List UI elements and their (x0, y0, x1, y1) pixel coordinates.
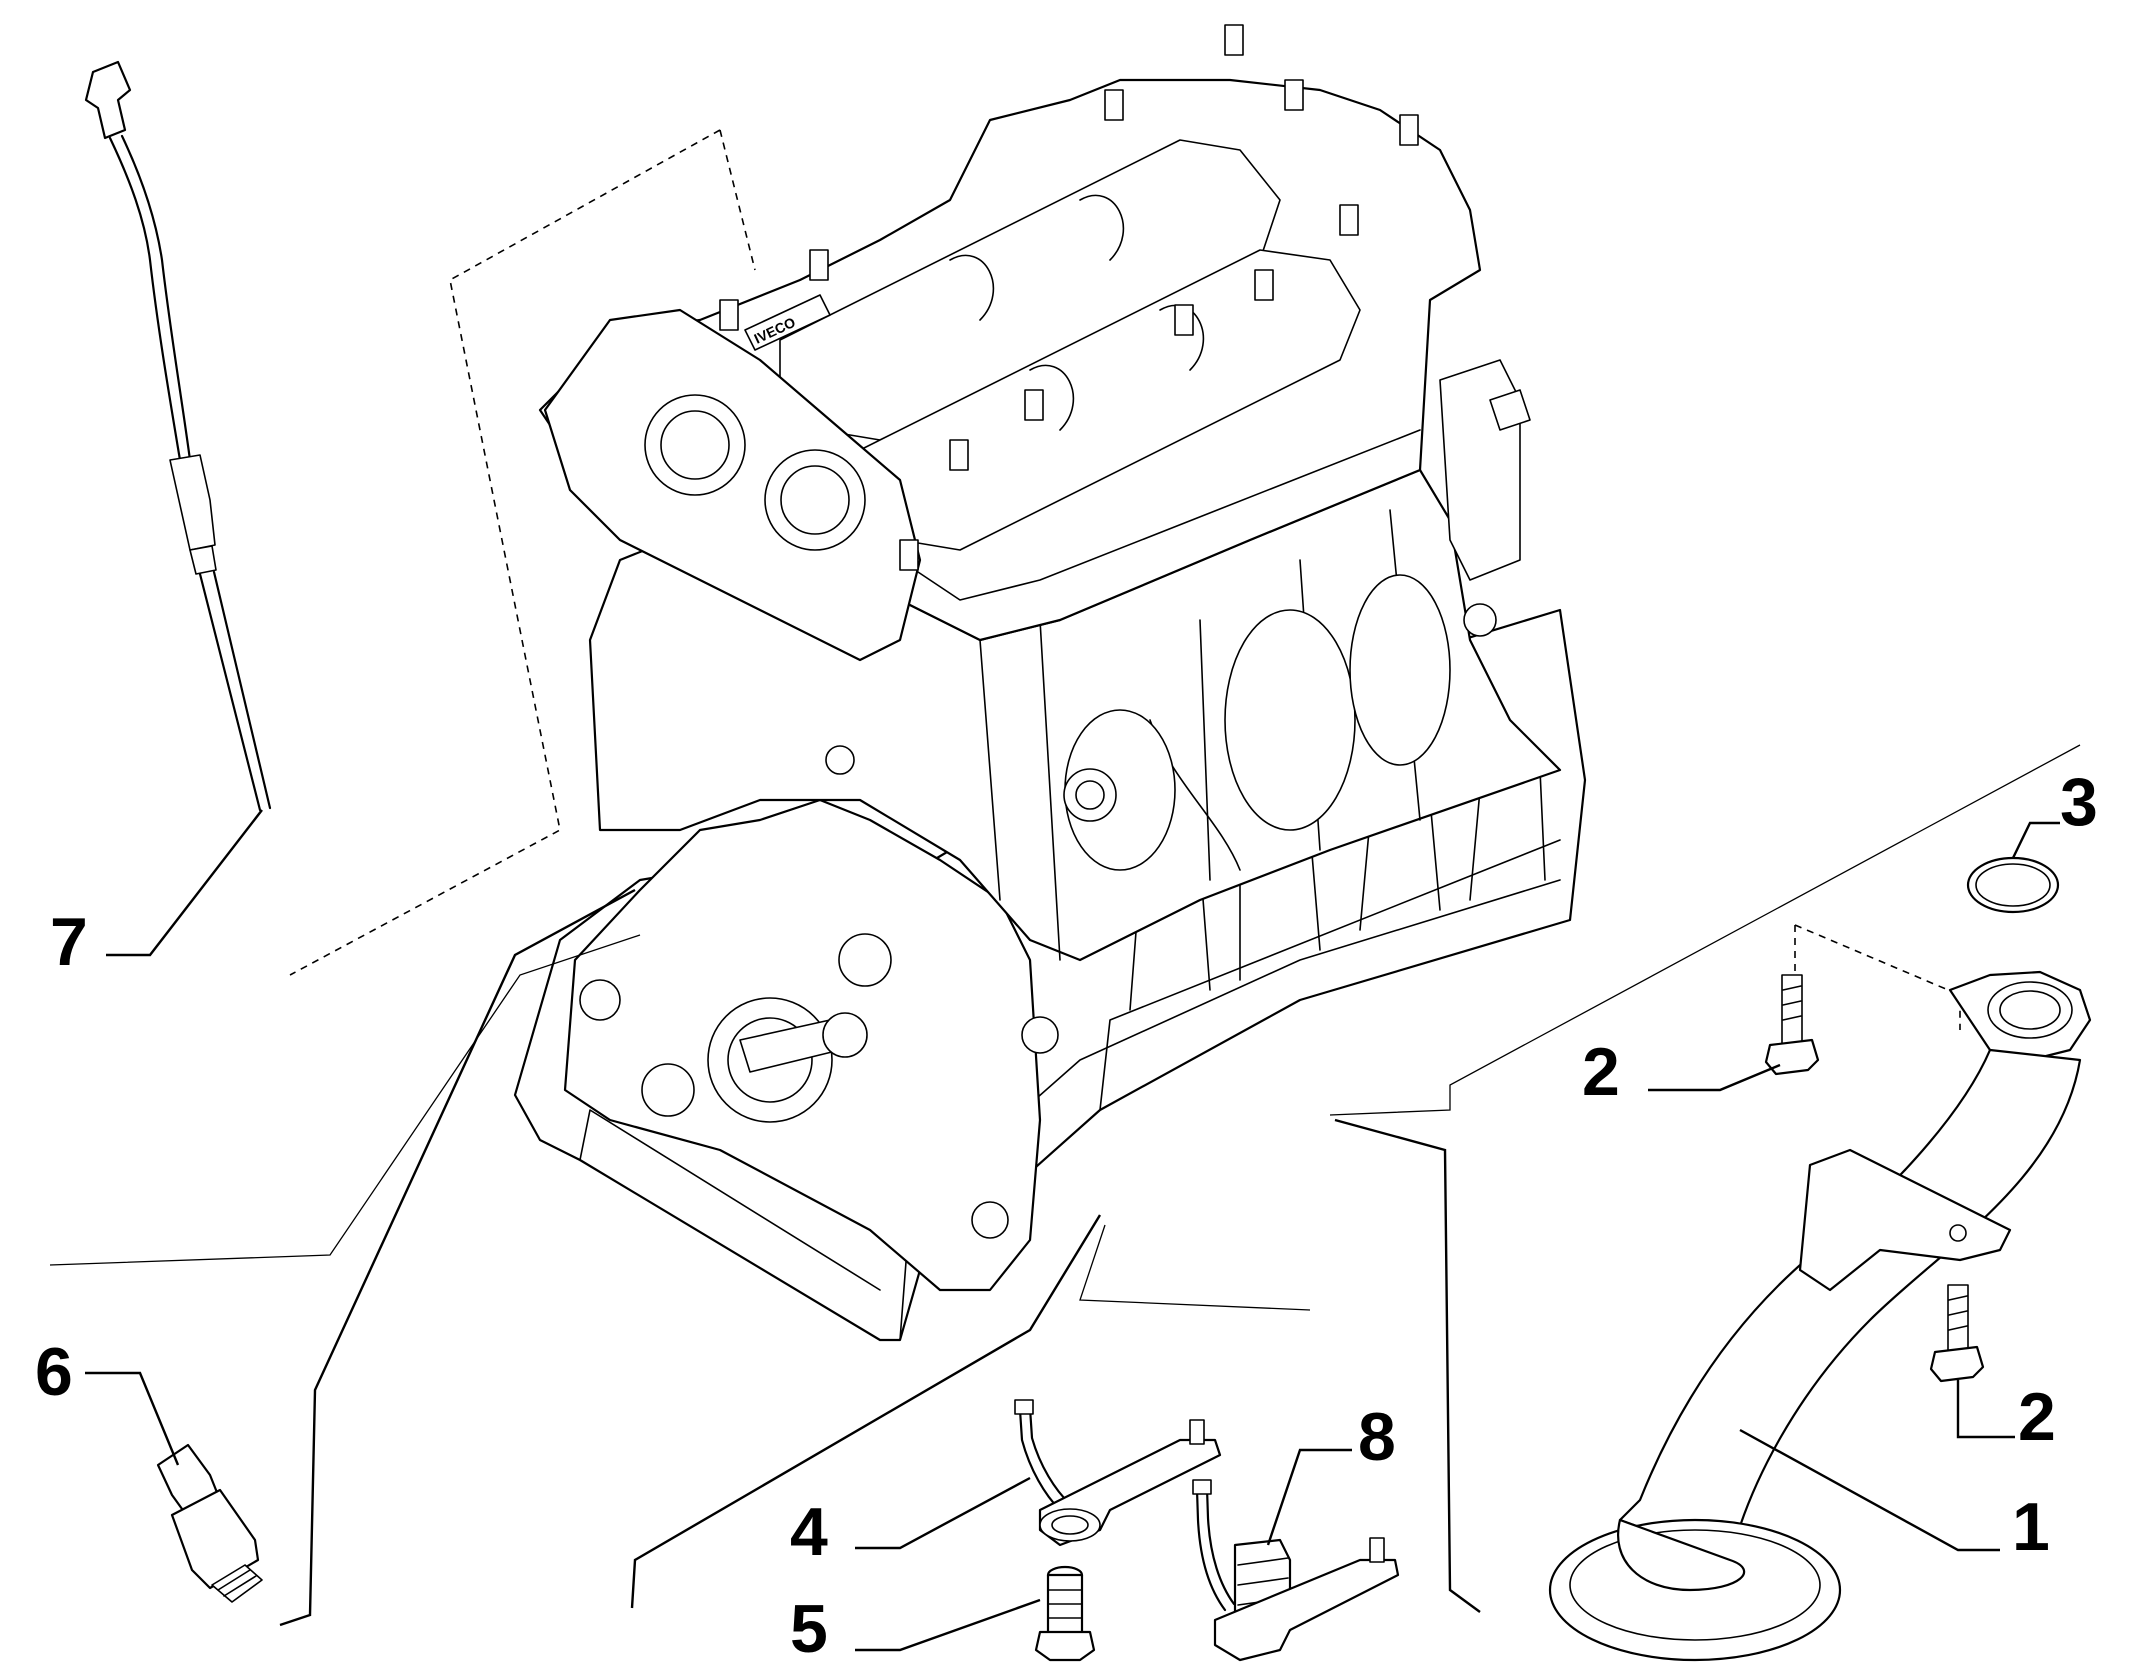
sensor-thread (211, 1564, 263, 1603)
head-bolts (719, 24, 1419, 571)
bolt-alignment-guide (1794, 924, 1961, 1030)
leader-8 (1266, 1448, 1352, 1546)
callout-numbers: 7 6 3 2 2 1 8 4 5 (35, 764, 2098, 1667)
cylinder-head-front-face (543, 308, 922, 662)
pickup-tube-pipe (1618, 1048, 2082, 1562)
part-6-pressure-sensor (156, 1443, 263, 1603)
part-8-oil-jet-with-valve (1192, 1479, 1400, 1662)
callout-6: 6 (35, 1334, 73, 1410)
leader-2b (1956, 1380, 2015, 1439)
engine-block: IVECO (289, 24, 1587, 1342)
part-1-oil-pickup-tube (1548, 970, 2092, 1662)
callout-1: 1 (2012, 1489, 2050, 1565)
leader-5 (855, 1598, 1041, 1652)
leader-1 (1739, 1428, 2000, 1552)
leader-3 (2011, 821, 2060, 859)
callout-4: 4 (790, 1494, 828, 1570)
reference-lines (49, 744, 2081, 1311)
part-7-oil-dipstick (84, 60, 272, 812)
callout-5: 5 (790, 1591, 828, 1667)
callout-2-upper: 2 (1582, 1034, 1620, 1110)
callout-leaders (85, 809, 2060, 1652)
leader-assembly-4 (630, 1214, 1102, 1609)
engine-reference-dashed-outline (289, 129, 756, 976)
part-2-bolt-lower (1929, 1284, 1985, 1383)
part-5-hollow-bolt (1034, 1565, 1096, 1662)
pickup-tube-mounting-bracket (1798, 1148, 2012, 1292)
callout-3: 3 (2060, 764, 2098, 840)
cylinder-bore-window (1224, 609, 1356, 831)
iveco-logo-plate (744, 294, 831, 351)
callout-2-lower: 2 (2018, 1379, 2056, 1455)
leader-6 (85, 1371, 180, 1466)
callout-8: 8 (1358, 1399, 1396, 1475)
leader-2a (1648, 1063, 1781, 1092)
leader-assembly-1 (1334, 1118, 1481, 1613)
sensor-hex-body (170, 1488, 260, 1590)
part-4-piston-cooling-jet (1014, 1399, 1222, 1547)
leader-4 (855, 1476, 1031, 1550)
part-2-bolt-upper (1764, 974, 1820, 1076)
oil-pump-port (641, 1063, 695, 1117)
dipstick-connector (84, 60, 132, 140)
leader-7 (106, 809, 263, 957)
callout-7: 7 (50, 904, 88, 980)
dipstick-sensor-body (169, 454, 216, 551)
leader-assembly-6 (279, 888, 636, 1627)
